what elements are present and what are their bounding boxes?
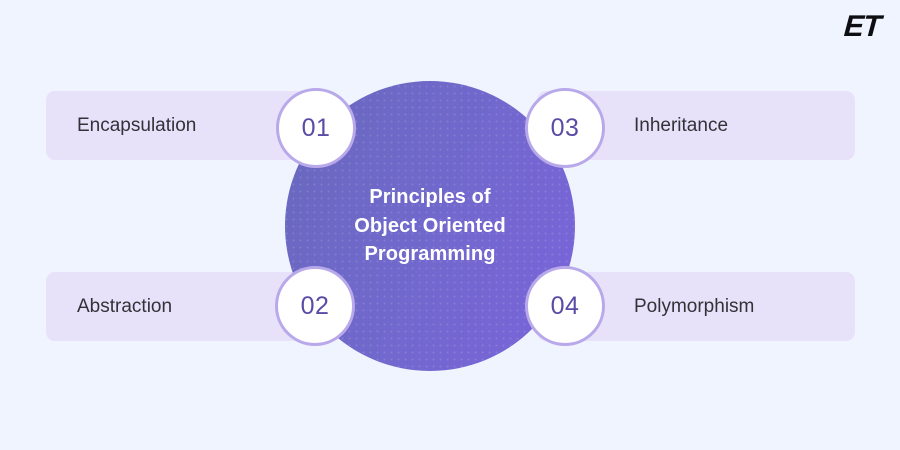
principle-label-abstraction: Abstraction [77,295,173,317]
number-badge-02: 02 [275,266,355,346]
et-logo: ET [842,10,882,43]
number-badge-04: 04 [525,266,605,346]
principle-label-inheritance: Inheritance [634,114,729,136]
number-badge-02-value: 02 [300,291,330,320]
principle-label-polymorphism: Polymorphism [634,295,755,317]
number-badge-03-value: 03 [550,113,580,142]
principle-bar-abstraction: Abstraction [46,272,316,341]
number-badge-03: 03 [525,88,605,168]
number-badge-04-value: 04 [550,291,580,320]
principle-bar-encapsulation: Encapsulation [46,91,316,160]
number-badge-01-value: 01 [301,113,331,142]
number-badge-01: 01 [276,88,356,168]
principle-label-encapsulation: Encapsulation [77,114,197,136]
center-hub-title: Principles of Object Oriented Programmin… [354,186,506,266]
